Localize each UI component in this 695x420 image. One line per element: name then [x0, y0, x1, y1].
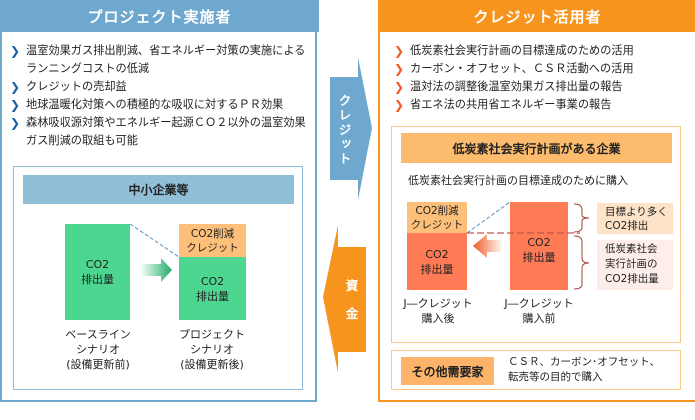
chevron-right-icon: ❯	[10, 116, 21, 130]
after-purchase-label: J―クレジット 購入後	[403, 297, 473, 325]
green-arrow-right-icon	[140, 258, 172, 282]
before-purchase-label: J―クレジット 購入前	[504, 297, 574, 325]
implementer-benefits-list: ❯温室効果ガス排出削減、省エネルギー対策の実施によるランニングコストの低減 ❯ク…	[10, 42, 310, 150]
project-co2-bar: CO2 排出量	[179, 257, 246, 320]
funds-arrow-label: 資 金	[345, 278, 359, 321]
company-box-subtitle: 低炭素社会実行計画の目標達成のために購入	[408, 174, 628, 187]
list-item: ❯カーボン・オフセット、ＣＳＲ活動への活用	[394, 62, 634, 76]
credit-user-panel: クレジット活用者 ❯低炭素社会実行計画の目標達成のための活用 ❯カーボン・オフセ…	[378, 0, 695, 402]
plan-brace-icon	[573, 235, 590, 290]
baseline-scenario-label: ベースライン シナリオ (設備更新前)	[65, 328, 131, 371]
project-implementer-title: プロジェクト実施者	[0, 0, 319, 32]
chevron-right-icon: ❯	[394, 62, 405, 76]
chevron-right-icon: ❯	[394, 98, 405, 112]
project-implementer-panel: プロジェクト実施者 ❯温室効果ガス排出削減、省エネルギー対策の実施によるランニン…	[0, 0, 319, 402]
list-item: ❯森林吸収源対策やエネルギー起源ＣＯ２以外の温室効果ガス削減の取組も可能	[10, 116, 306, 147]
credit-arrow-label: クレジット	[336, 93, 352, 167]
list-item: ❯低炭素社会実行計画の目標達成のための活用	[394, 44, 634, 58]
credit-arrow-right-icon	[330, 57, 372, 200]
baseline-co2-bar: CO2 排出量	[65, 224, 130, 320]
funds-arrow-left-icon	[323, 225, 366, 373]
red-arrow-left-icon	[473, 234, 503, 258]
chevron-right-icon: ❯	[10, 98, 21, 112]
co2-credit-block-purchased: CO2削減 クレジット	[407, 202, 467, 233]
other-demand-description: ＣＳＲ、カーボン･オフセット、 転売等の目的で購入	[508, 356, 661, 383]
list-item: ❯温対法の調整後温室効果ガス排出量の報告	[394, 80, 623, 94]
credit-user-title: クレジット活用者	[378, 0, 695, 32]
credit-dashed-line	[466, 201, 511, 234]
after-purchase-co2-bar: CO2 排出量	[407, 233, 467, 290]
list-item: ❯省エネ法の共用省エネルギー事業の報告	[394, 98, 612, 112]
credit-uses-list: ❯低炭素社会実行計画の目標達成のための活用 ❯カーボン・オフセット、ＣＳＲ活動へ…	[394, 42, 694, 114]
excess-emission-label: 目標より多く CO2排出	[597, 203, 673, 234]
co2-credit-block: CO2削減 クレジット	[179, 224, 246, 257]
before-purchase-co2-bar: CO2 排出量	[510, 202, 568, 290]
chevron-right-icon: ❯	[10, 44, 21, 58]
chevron-right-icon: ❯	[394, 44, 405, 58]
plan-emission-label: 低炭素社会 実行計画の CO2排出量	[597, 240, 673, 290]
list-item: ❯地球温暖化対策への積極的な吸収に対するＰＲ効果	[10, 98, 284, 112]
company-box-title: 低炭素社会実行計画がある企業	[401, 133, 672, 163]
reduction-dashed-line	[129, 223, 180, 258]
chevron-right-icon: ❯	[10, 80, 21, 94]
company-box: 低炭素社会実行計画がある企業 低炭素社会実行計画の目標達成のために購入	[391, 126, 681, 343]
project-scenario-label: プロジェクト シナリオ (設備更新後)	[179, 328, 245, 371]
excess-brace-icon	[573, 203, 590, 233]
chevron-right-icon: ❯	[394, 80, 405, 94]
list-item: ❯温室効果ガス排出削減、省エネルギー対策の実施によるランニングコストの低減	[10, 44, 306, 75]
sme-box: 中小企業等	[13, 166, 303, 390]
other-demand-tag: その他需要家	[401, 357, 494, 385]
list-item: ❯クレジットの売却益	[10, 80, 127, 94]
other-demand-box: その他需要家 ＣＳＲ、カーボン･オフセット、 転売等の目的で購入	[391, 350, 681, 390]
sme-title: 中小企業等	[23, 175, 294, 204]
